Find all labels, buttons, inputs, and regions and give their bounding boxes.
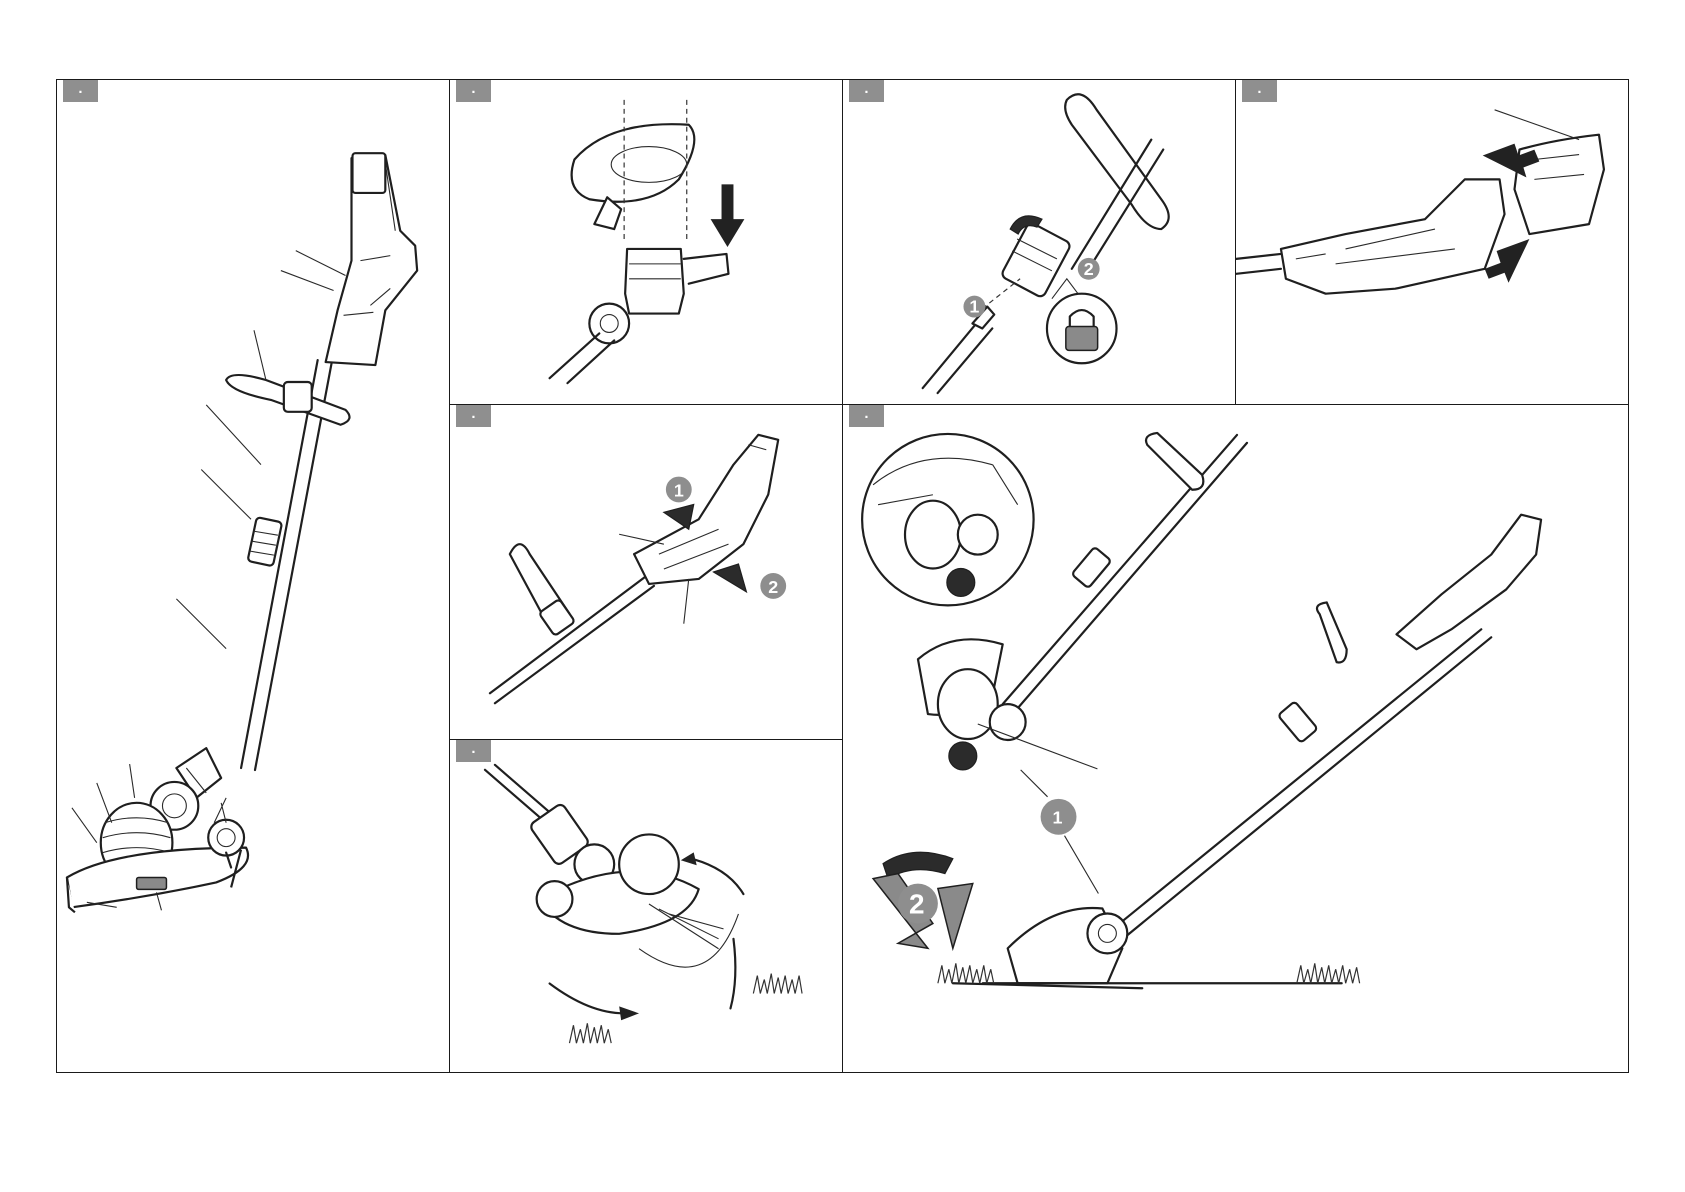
step-badge-1: 1 (666, 477, 692, 503)
panel-switch-operation: . 1 2 (449, 404, 843, 740)
panel-trimming: . (449, 739, 843, 1073)
panel-battery: . (1235, 79, 1629, 405)
svg-text:2: 2 (1084, 259, 1094, 279)
trimming-diagram (450, 740, 842, 1072)
step-badge-2: 2 (760, 573, 786, 599)
switch-operation-diagram: 1 2 (450, 405, 842, 739)
svg-text:2: 2 (909, 888, 925, 919)
svg-text:1: 1 (969, 297, 979, 317)
svg-text:1: 1 (674, 480, 684, 500)
svg-text:1: 1 (1053, 808, 1063, 828)
guard-attachment-diagram (450, 80, 842, 404)
trimmer-overview-diagram (57, 80, 449, 1072)
lock-icon (1047, 279, 1117, 363)
panel-edging: . (842, 404, 1629, 1073)
step-badge-1: 1 (1041, 799, 1077, 835)
step-badge-2: 2 (898, 884, 938, 924)
battery-diagram (1236, 80, 1628, 404)
svg-text:2: 2 (768, 577, 778, 597)
edging-diagram: 1 2 (843, 405, 1628, 1072)
panel-shaft-lock: . 1 2 (842, 79, 1236, 405)
panel-overview: . (56, 79, 450, 1073)
panel-guard-attach: . (449, 79, 843, 405)
step-badge-1: 1 (963, 296, 985, 318)
arrow-down-icon (711, 184, 745, 247)
shaft-lock-diagram: 1 2 (843, 80, 1235, 404)
step-badge-2: 2 (1078, 258, 1100, 280)
